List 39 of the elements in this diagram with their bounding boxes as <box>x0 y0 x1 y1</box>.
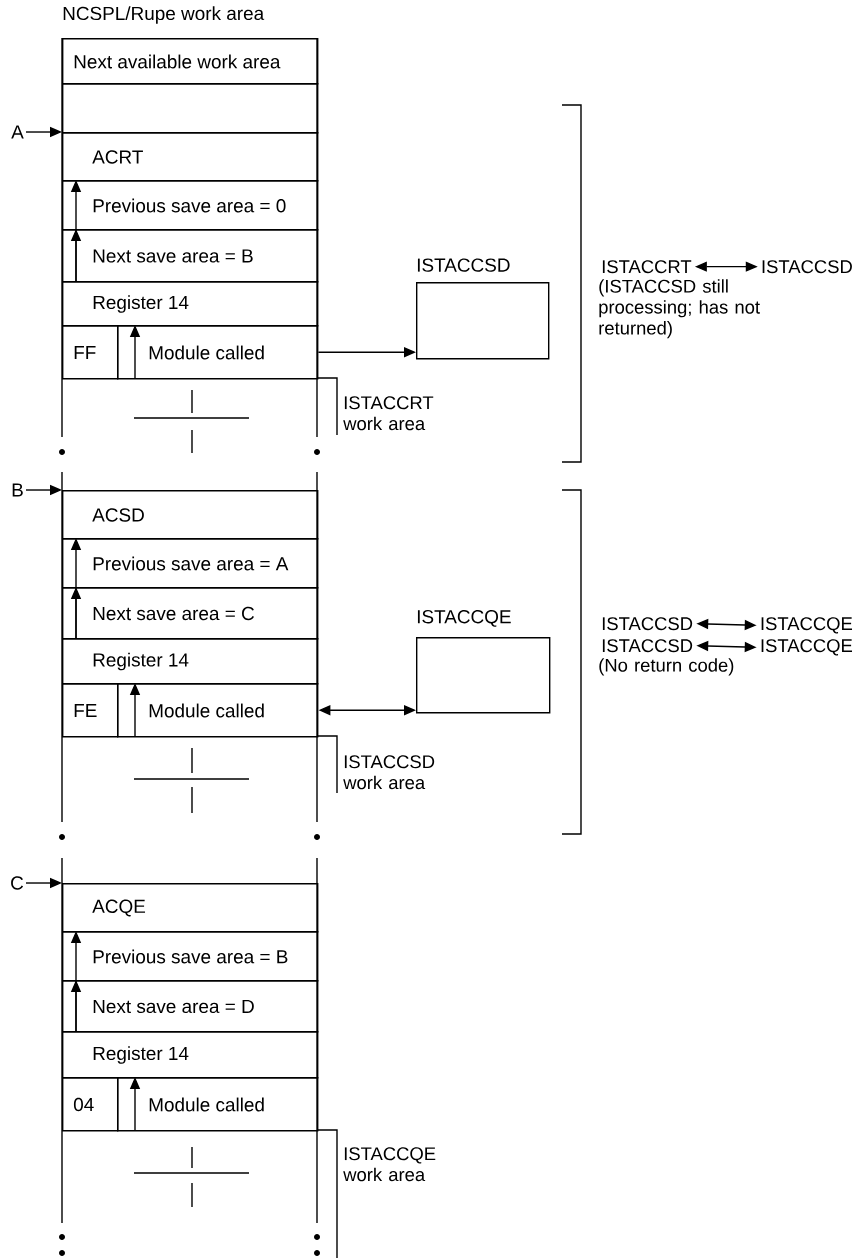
memory-cell: Next save area = C <box>62 587 319 640</box>
memory-cell: Module called <box>117 325 319 380</box>
memory-cell: Previous save area = A <box>62 538 319 589</box>
module-name: ISTACCSD <box>602 617 693 631</box>
node-label: ISTACCSD <box>417 258 510 272</box>
memory-cell: Next save area = B <box>62 229 319 283</box>
module-box: ISTACCSD <box>416 258 550 360</box>
memory-cell: FF <box>62 325 119 380</box>
note-text: ISTACCQE work area <box>343 1147 436 1182</box>
memory-cell: Previous save area = 0 <box>62 180 319 231</box>
module-name: ISTACCRT <box>602 260 692 274</box>
memory-cell: ACQE <box>62 883 319 933</box>
memory-cell: ACSD <box>62 490 319 540</box>
pointer-label: A <box>11 125 24 139</box>
memory-cell: FE <box>62 683 119 738</box>
node-label: ISTACCQE <box>417 610 511 627</box>
memory-cell: ACRT <box>62 132 319 182</box>
memory-cell: Register 14 <box>62 1031 319 1079</box>
note-text: (ISTACCSD still processing; has not returned) <box>599 279 760 339</box>
memory-cell: Module called <box>117 1077 319 1132</box>
module-name: ISTACCSD <box>602 639 693 653</box>
memory-cell: 04 <box>62 1077 119 1132</box>
module-box: ISTACCQE <box>416 610 551 714</box>
module-name: ISTACCQE <box>761 617 852 634</box>
memory-cell: Register 14 <box>62 281 319 327</box>
memory-cell: Next save area = D <box>62 980 319 1033</box>
module-name: ISTACCQE <box>761 639 852 656</box>
memory-cell: Module called <box>117 683 319 738</box>
note-text: (No return code) <box>599 658 734 676</box>
note-text: ISTACCRT work area <box>343 396 434 431</box>
memory-cell: Previous save area = B <box>62 931 319 982</box>
pointer-label: B <box>12 483 23 497</box>
memory-cell <box>62 83 319 134</box>
memory-cell: Next available work area <box>62 38 319 85</box>
note-text: ISTACCSD work area <box>343 755 435 790</box>
title: NCSPL/Rupe work area <box>63 6 265 24</box>
pointer-label: C <box>11 876 24 890</box>
memory-cell: Register 14 <box>62 638 319 685</box>
module-name: ISTACCSD <box>762 260 852 274</box>
